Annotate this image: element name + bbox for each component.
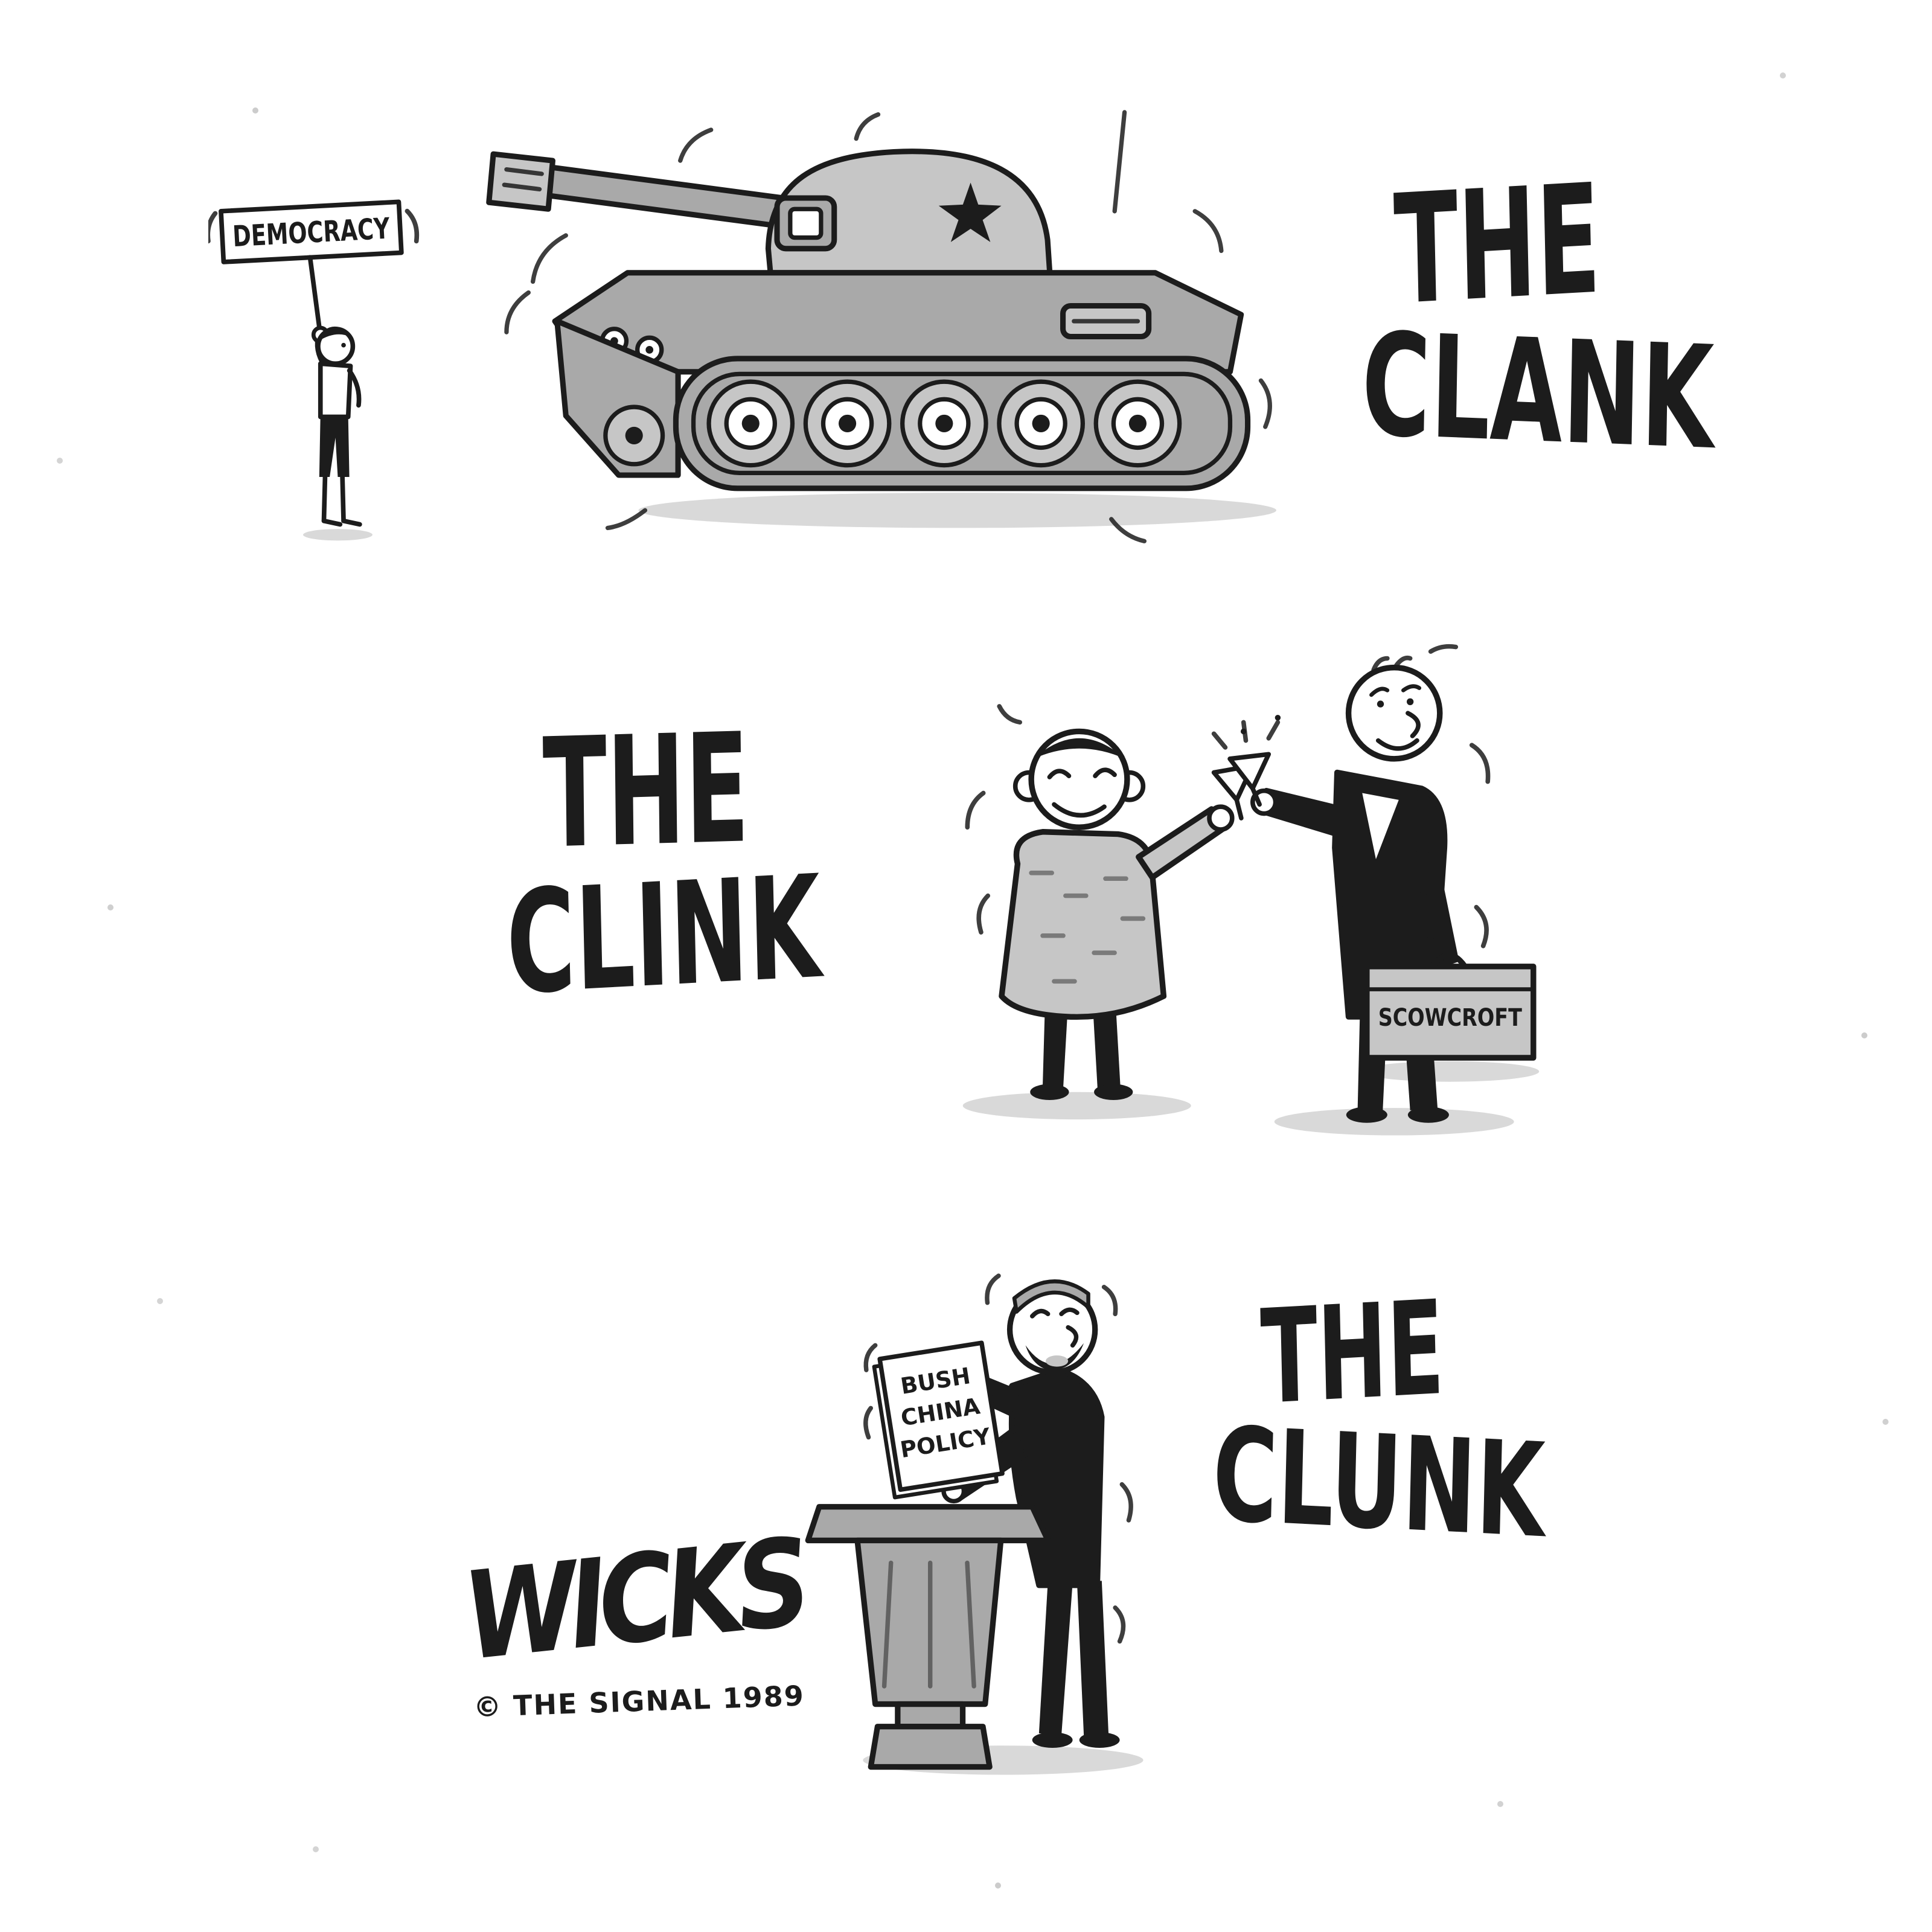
democracy-protest-sign: DEMOCRACY bbox=[219, 199, 404, 264]
tank-gun-barrel bbox=[486, 151, 787, 229]
caption-the-clink-line1: THE bbox=[542, 700, 750, 882]
protester-figure bbox=[303, 255, 373, 541]
artist-name: WICKS bbox=[457, 1512, 810, 1688]
tank-star bbox=[938, 182, 1002, 242]
tank-turret bbox=[765, 149, 1053, 276]
caption-the-clink-line2: CLINK bbox=[504, 845, 823, 1026]
policy-papers: BUSH CHINA POLICY bbox=[872, 1340, 1005, 1500]
briefcase-label: SCOWCROFT bbox=[1378, 1004, 1522, 1032]
tank-motion-lines bbox=[504, 112, 1272, 543]
toast-motion-lines bbox=[965, 644, 1491, 948]
clink-sparkles bbox=[1211, 715, 1281, 750]
artist-signature: WICKS © THE SIGNAL 1989 bbox=[458, 1512, 839, 1724]
wine-glasses bbox=[1211, 715, 1281, 820]
short-man-figure bbox=[999, 728, 1235, 1100]
caption-the-clink: THE CLINK bbox=[435, 700, 857, 1026]
caption-the-clank-line2: CLANK bbox=[1360, 302, 1715, 481]
copyright-credit: © THE SIGNAL 1989 bbox=[473, 1679, 805, 1724]
tall-man-figure bbox=[1250, 655, 1459, 1123]
caption-the-clank-line1: THE bbox=[1392, 151, 1602, 339]
caption-the-clunk-line2: CLUNK bbox=[1211, 1398, 1547, 1567]
podium-motion-lines bbox=[863, 1273, 1133, 1644]
toasting-men-illustration: SCOWCROFT bbox=[962, 644, 1540, 1136]
scan-speckles bbox=[0, 0, 4, 4]
speaker-at-podium-illustration: BUSH CHINA POLICY bbox=[805, 1273, 1144, 1775]
tank-hull bbox=[552, 270, 1244, 478]
caption-the-clunk: THE CLUNK bbox=[1147, 1272, 1558, 1567]
podium bbox=[805, 1504, 1051, 1770]
tank-treads bbox=[673, 356, 1251, 491]
caption-the-clunk-line1: THE bbox=[1259, 1271, 1446, 1434]
tank-antenna bbox=[1112, 110, 1127, 214]
scowcroft-briefcase: SCOWCROFT bbox=[1364, 952, 1537, 1061]
protester-with-democracy-sign-illustration: DEMOCRACY bbox=[208, 199, 420, 541]
tank-illustration bbox=[486, 110, 1276, 543]
caption-the-clank: THE CLANK bbox=[1292, 151, 1715, 481]
democracy-sign-text: DEMOCRACY bbox=[232, 213, 391, 254]
